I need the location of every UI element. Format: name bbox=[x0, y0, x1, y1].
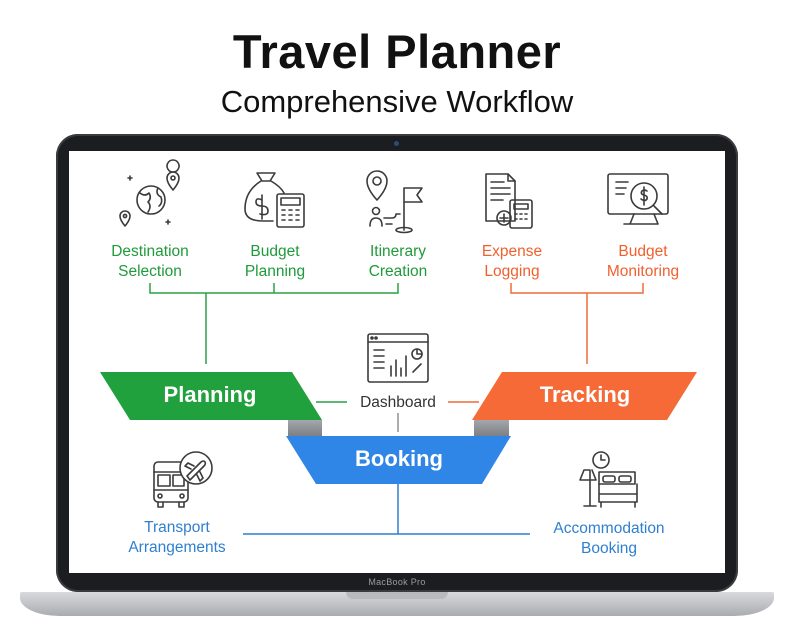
booking-banner-label: Booking bbox=[355, 446, 443, 471]
laptop-base-notch bbox=[346, 592, 448, 599]
itinerary-creation-label: Itinerary Creation bbox=[368, 243, 428, 280]
destination-selection-label: Destination Selection bbox=[111, 243, 189, 280]
budget-planning-label: Budget Planning bbox=[244, 243, 306, 280]
tracking-booking-joint bbox=[474, 420, 509, 436]
money-bag-calculator-icon bbox=[244, 172, 305, 228]
tracking-banner[interactable] bbox=[472, 372, 697, 420]
dashboard-label: Dashboard bbox=[360, 394, 436, 411]
bus-plane-icon bbox=[153, 451, 213, 508]
transport-arrangements-label: Transport Arrangements bbox=[128, 519, 226, 556]
booking-banner[interactable] bbox=[286, 436, 511, 484]
tracking-banner-label: Tracking bbox=[539, 382, 631, 407]
expense-logging-label: Expense Logging bbox=[481, 243, 543, 280]
planning-connector bbox=[149, 283, 399, 364]
accommodation-booking-label: Accommodation Booking bbox=[553, 520, 665, 557]
booking-connector bbox=[243, 484, 530, 535]
dashboard-chart-icon bbox=[367, 333, 429, 383]
laptop-model-label: MacBook Pro bbox=[368, 577, 426, 587]
planning-banner-label: Planning bbox=[163, 382, 257, 407]
page-subtitle: Comprehensive Workflow bbox=[220, 84, 574, 119]
planning-booking-joint bbox=[288, 420, 322, 436]
hotel-bed-clock-icon bbox=[579, 451, 638, 508]
budget-monitoring-label: Budget Monitoring bbox=[606, 243, 680, 280]
tracking-connector bbox=[510, 283, 644, 364]
planning-banner[interactable] bbox=[100, 372, 322, 420]
receipt-calculator-icon bbox=[485, 173, 533, 229]
camera-dot bbox=[394, 141, 399, 146]
globe-pin-icon bbox=[119, 159, 180, 227]
route-flag-icon bbox=[366, 170, 423, 234]
page-title: Travel Planner bbox=[232, 25, 562, 78]
monitor-dollar-icon bbox=[607, 173, 669, 225]
